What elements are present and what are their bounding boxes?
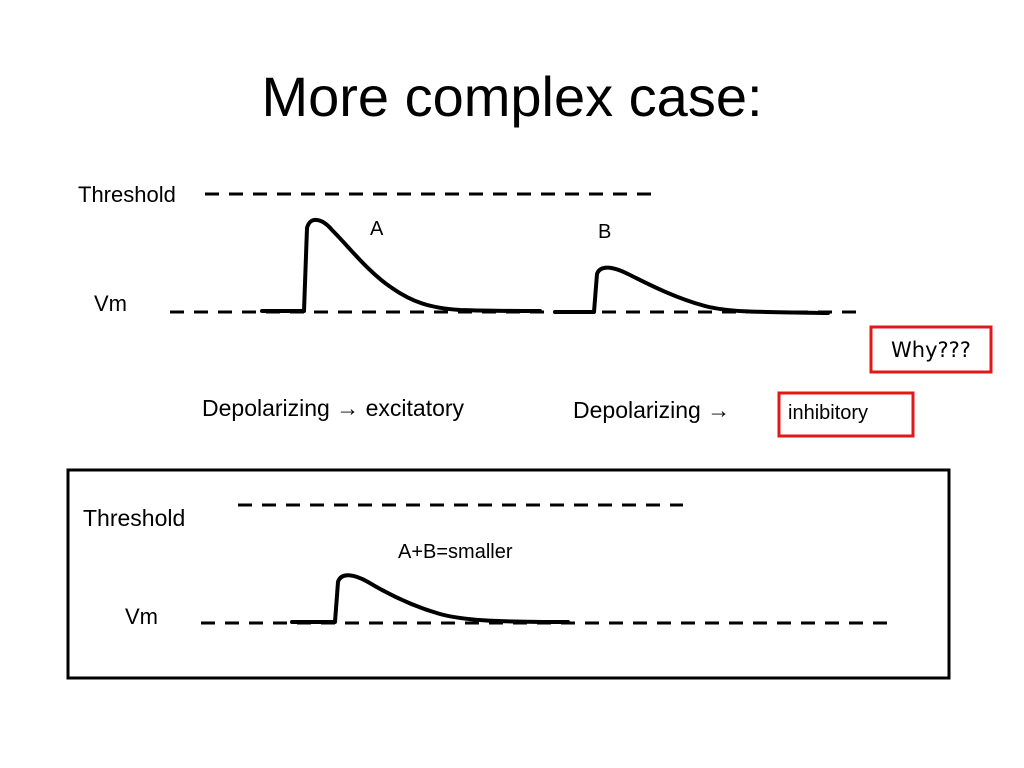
- epsp-trace-a: [260, 218, 542, 313]
- psp-trace-b: [553, 265, 830, 315]
- trace-a-label: A: [370, 218, 384, 240]
- threshold-label: Threshold: [78, 182, 176, 207]
- why-label: Why???: [891, 338, 971, 362]
- trace-b-label: B: [598, 221, 611, 243]
- caption-depolarizing: Depolarizing →: [573, 397, 730, 423]
- summed-trace: [290, 573, 570, 624]
- vm-label-bottom: Vm: [125, 604, 158, 629]
- slide-title: More complex case:: [261, 65, 763, 128]
- summation-panel: [66, 468, 951, 680]
- inhibitory-label: inhibitory: [788, 402, 868, 424]
- caption-excitatory: Depolarizing → excitatory: [202, 395, 465, 421]
- sum-label: A+B=smaller: [398, 541, 513, 563]
- why-box: [869, 325, 993, 374]
- inhibitory-box: [777, 391, 915, 438]
- threshold-label-bottom: Threshold: [83, 505, 185, 531]
- vm-label: Vm: [94, 291, 127, 316]
